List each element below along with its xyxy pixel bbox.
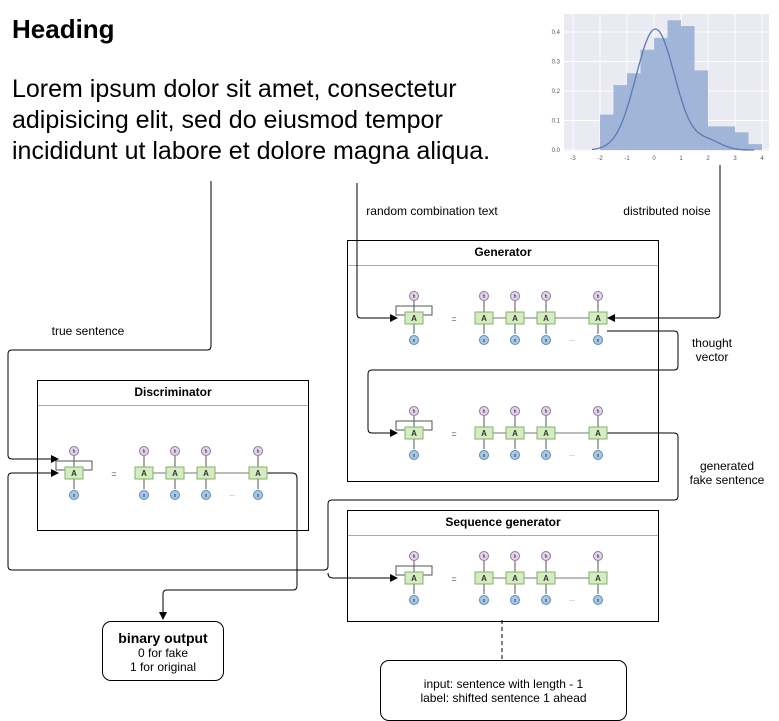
thought-vector-label: thought vector — [680, 336, 744, 364]
histogram-bar — [667, 20, 681, 151]
histogram-bar — [627, 73, 641, 150]
sequence-generator-title: Sequence generator — [348, 511, 658, 536]
histogram-bar — [721, 126, 735, 150]
histogram-bar — [600, 114, 614, 150]
histogram-y-tick: 0.1 — [552, 119, 561, 125]
generated-line2: fake sentence — [689, 473, 765, 487]
histogram-bar — [694, 70, 708, 150]
histogram-bar — [681, 26, 695, 151]
thought-vector-line1: thought — [691, 336, 733, 350]
histogram-y-tick: 0.3 — [552, 60, 561, 66]
true-sentence-label: true sentence — [51, 324, 125, 338]
histogram-x-tick: 3 — [733, 156, 737, 162]
generated-line1: generated — [699, 459, 755, 473]
histogram-x-ticks: -3 -2 -1 0 1 2 3 4 — [570, 156, 764, 162]
binary-output-line1: 0 for fake — [137, 646, 189, 660]
sequence-note-box[interactable]: input: sentence with length - 1 label: s… — [380, 660, 627, 721]
histogram-x-tick: -1 — [624, 156, 630, 162]
histogram-bar — [708, 126, 722, 150]
body-paragraph: Lorem ipsum dolor sit amet, consectetur … — [12, 75, 491, 165]
distributed-noise-label: distributed noise — [623, 204, 711, 218]
page-heading: Heading — [12, 14, 115, 44]
histogram-density-curve — [591, 28, 754, 151]
histogram-grid — [564, 14, 769, 151]
binary-output-title: binary output — [118, 630, 208, 646]
sequence-note-line1: input: sentence with length - 1 — [423, 677, 584, 691]
histogram-x-tick: -2 — [597, 156, 603, 162]
histogram-x-tick: 1 — [679, 156, 683, 162]
sequence-note-line2: label: shifted sentence 1 ahead — [420, 691, 587, 705]
histogram-x-tick: -3 — [570, 156, 576, 162]
generated-fake-label: generated fake sentence — [680, 459, 774, 487]
histogram-bar — [748, 144, 762, 150]
histogram-background — [564, 14, 769, 151]
generator-title: Generator — [348, 241, 658, 266]
histogram-bar — [613, 85, 627, 150]
histogram-bar — [735, 132, 749, 150]
histogram-x-tick: 2 — [706, 156, 710, 162]
random-text-label: random combination text — [366, 204, 498, 218]
binary-output-box[interactable]: binary output 0 for fake 1 for original — [102, 621, 224, 681]
histogram-y-tick: 0.2 — [552, 89, 561, 95]
histogram-y-tick: 0.4 — [552, 30, 561, 36]
generator-box[interactable]: Generator — [347, 240, 659, 482]
binary-output-line2: 1 for original — [129, 660, 197, 674]
histogram-x-tick: 0 — [652, 156, 656, 162]
discriminator-title: Discriminator — [38, 381, 308, 406]
discriminator-box[interactable]: Discriminator — [37, 380, 309, 531]
histogram-bar — [654, 37, 668, 150]
histogram-bars — [600, 20, 762, 151]
histogram-y-ticks: 0.0 0.1 0.2 0.3 0.4 — [552, 30, 561, 154]
histogram-bar — [640, 49, 654, 151]
sequence-generator-box[interactable]: Sequence generator — [347, 510, 659, 622]
thought-vector-line2: vector — [695, 350, 729, 364]
histogram-x-tick: 4 — [760, 156, 764, 162]
histogram-y-tick: 0.0 — [552, 148, 561, 154]
